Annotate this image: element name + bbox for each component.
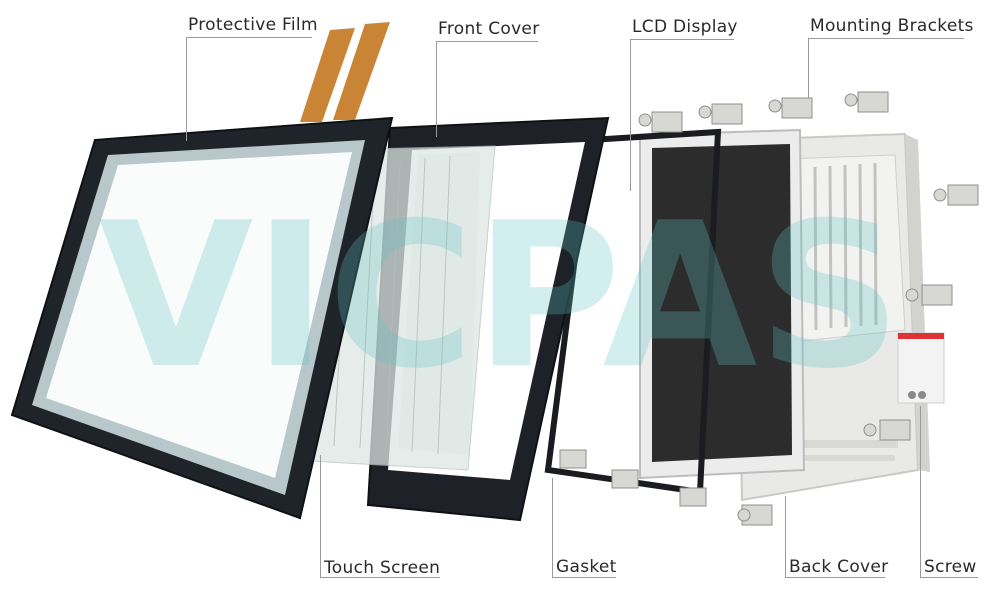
- watermark-text: VICPAS: [98, 180, 901, 413]
- leader-mounting-brackets: [808, 38, 809, 98]
- label-touch-screen: Touch Screen: [324, 558, 441, 578]
- lcd-display-part: [639, 128, 806, 480]
- underline-lcd-display: [630, 39, 734, 40]
- label-mounting-brackets: Mounting Brackets: [810, 16, 974, 36]
- label-lcd-display: LCD Display: [632, 17, 738, 37]
- underline-protective-film: [186, 37, 312, 38]
- underline-front-cover: [436, 41, 538, 42]
- label-gasket: Gasket: [556, 557, 617, 577]
- leader-touch-screen: [320, 455, 321, 577]
- leader-protective-film: [186, 37, 187, 141]
- mounting-brackets-part: [559, 91, 979, 526]
- leader-gasket: [552, 478, 553, 577]
- label-screw: Screw: [924, 557, 977, 577]
- leader-screw: [920, 406, 921, 577]
- leader-back-cover: [785, 496, 786, 577]
- underline-gasket: [552, 577, 616, 578]
- protective-film-part: [10, 116, 394, 520]
- label-protective-film: Protective Film: [188, 15, 318, 35]
- underline-screw: [920, 577, 978, 578]
- underline-mounting-brackets: [808, 38, 964, 39]
- underline-back-cover: [785, 577, 885, 578]
- leader-front-cover: [436, 41, 437, 137]
- leader-lcd-display: [630, 39, 631, 191]
- label-front-cover: Front Cover: [438, 19, 540, 39]
- label-back-cover: Back Cover: [789, 557, 889, 577]
- screw-bag-part: [897, 332, 945, 404]
- underline-touch-screen: [320, 577, 440, 578]
